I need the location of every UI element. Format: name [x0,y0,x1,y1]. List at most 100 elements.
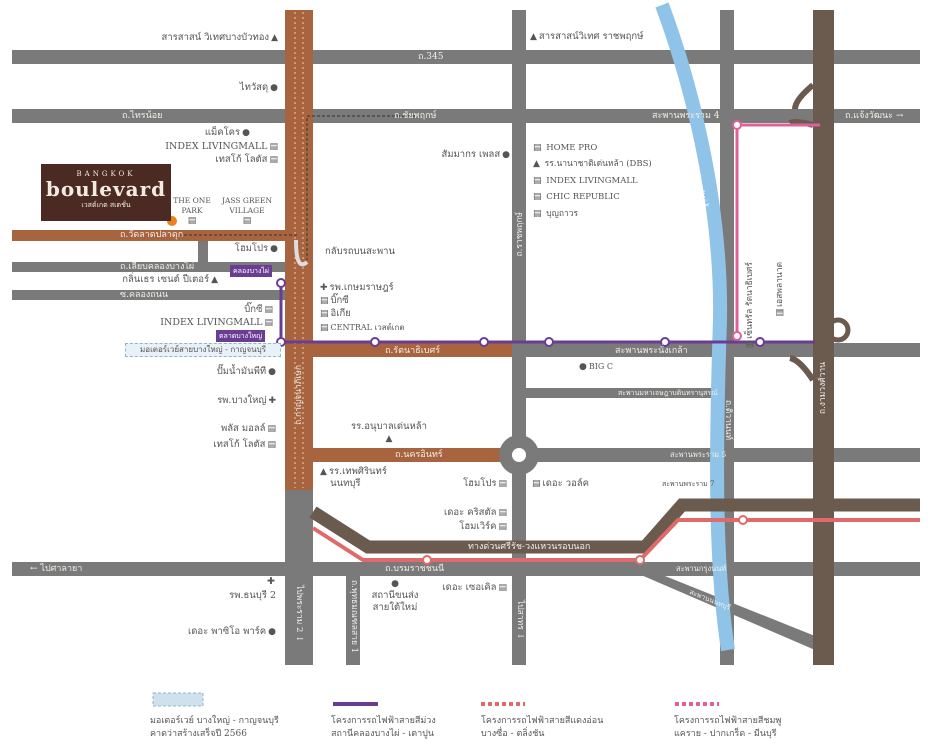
arrow-right-icon: → [895,111,904,121]
road-label: ถ.ไทรน้อย [122,111,163,121]
place-name: THE ONE PARK [173,196,211,215]
place-name: เดอะ คริสตัล [443,507,497,518]
place: โฮมโปร● [235,243,280,255]
cart-icon: ▤ [242,216,252,226]
road-liapklong [12,262,287,272]
legend-line: คาดว่าสร้างเสร็จปี 2566 [150,729,247,739]
place: ▤ CHIC REPUBLIC [531,191,620,203]
school-icon: ▲ [211,275,218,285]
place: เดอะ พาซิโอ พาร์ค● [188,626,278,638]
road-label: ถ.นครอินทร์ [395,450,443,460]
place-name: เทสโก้ โลตัส [213,439,266,450]
station-purple [544,337,554,347]
legend-line: มอเตอร์เวย์ บางใหญ่ - กาญจนบุรี [150,716,279,726]
place: บิ๊กซี▤ [244,304,275,316]
place: รร.อนุบาลเด่นหล้า▲ [351,421,427,445]
place: สัมมากร เพลส● [441,149,512,161]
dot-icon: ● [270,83,278,93]
legend-line: โครงการรถไฟฟ้าสายสีม่วง [331,716,436,726]
place-name: สายใต้ใหม่ [372,602,418,613]
road-label: สะพานพระราม 7 [662,480,715,488]
road-label: ถ.แจ้งวัฒนะ → [845,110,903,122]
place: เทสโก้ โลตัส▤ [215,154,280,166]
legend-line: โครงการรถไฟฟ้าสายสีแดงอ่อน [481,716,604,726]
road-label: ไปพระราม 2 ↓ [294,585,304,643]
logo-top: BANGKOK [76,170,136,178]
station-khlong-bang-phai [276,278,286,288]
place-name: รร.อนุบาลเด่นหล้า [351,421,427,432]
place-name: สัมมากร เพลส [441,149,501,160]
road-label: สะพานกรุงนนท์ [676,564,727,573]
place: INDEX LIVINGMALL▤ [165,141,280,153]
cart-icon: ▤ [267,424,276,434]
legend-line: บางซื่อ - ตลิ่งชัน [481,729,545,739]
station-red [635,555,645,565]
cart-icon: ▤ [320,309,329,319]
place-name: สถานีขนส่ง [371,590,419,601]
place: ไทวัสดุ● [240,82,280,94]
place-name: ไทวัสดุ [239,82,269,93]
station-badge-khlong-bang-phai: คลองบางไผ่ [230,265,273,277]
place-name: รพ.บางใหญ่ [217,395,267,406]
place: ▤ บุญถาวร [531,208,578,220]
river [655,2,735,652]
place-name: รร.เทพศิรินทร์ [328,466,387,477]
place-name: INDEX LIVINGMALL [165,141,268,152]
road-watladpladuk [12,230,287,241]
place-name: INDEX LIVINGMALL [546,176,638,186]
motorway-label: มอเตอร์เวย์สายบางใหญ่ - กาญจนบุรี [125,343,281,357]
logo-sub: เวสต์เกต สเตชั่น [81,201,131,209]
place: ●สถานีขนส่งสายใต้ใหม่ [372,578,419,614]
road-label: ← ไปศาลายา [30,563,82,575]
road-label: ถ.บรมราชชนนี [385,564,445,574]
place: ▤ INDEX LIVINGMALL [531,175,638,187]
place-name: เซ็นทรัล รัตนาธิเบศร์ [745,262,755,339]
place-name: เดอะ พาซิโอ พาร์ค [187,626,267,637]
uturn-label: กลับรถบนสะพาน [325,246,395,257]
place-name: อิเกีย [330,308,351,319]
road-kanchanaphisek [285,10,313,490]
place: รพ.ธนบุรี 2 [229,590,276,601]
place: JASS GREEN VILLAGE▤ [217,196,277,226]
road-label: ถ.เลียบคลองบางไผ่ [120,262,195,272]
road-label: ทางด่วนศรีรัช-วงแหวนรอบนอก [468,542,591,552]
cart-icon: ▤ [498,508,507,518]
road-borommaratchachonnani [12,562,920,576]
cart-icon: ▤ [533,209,542,219]
place-name: สารสาสน์ วิเทศบางบัวทอง [161,32,270,43]
legend-purple-line: โครงการรถไฟฟ้าสายสีม่วงสถานีคลองบางไผ่ -… [331,715,436,741]
school-icon: ▲ [320,467,327,477]
place-name: รพ.เกษมราษฎร์ [329,282,394,293]
place-name: บิ๊กซี [244,304,263,315]
station-purple [660,337,670,347]
dot-icon: ● [242,128,250,138]
road-nakhonin [313,448,503,462]
road-label-text: ไปพระราม 2 [294,585,304,633]
road-label: ถ.รัตนาธิเบศร์ [385,346,441,356]
road-ratchaphruek [512,10,526,665]
place: THE ONE PARK▤ [167,196,217,226]
loop-interchange [825,317,851,343]
u-turn-route [306,115,420,260]
school-icon: ▲ [533,159,540,169]
legend-line: โครงการรถไฟฟ้าสายสีชมพู [674,716,782,726]
hospital-icon: ✚ [267,576,275,587]
place-name: CENTRAL เวสต์เกต [330,323,405,332]
hospital-icon: ✚ [320,283,328,293]
place-name: โฮมโปร [463,478,497,489]
legend-swatches [152,692,719,707]
cart-icon: ▤ [320,323,329,333]
cart-icon: ▤ [533,176,542,186]
station-red [738,515,748,525]
road-label: ถ.345 [418,52,444,62]
road-label: ถ.พุทธมณฑลสาย 1 [349,580,359,654]
place-name: HOME PRO [546,143,598,153]
cart-icon: ▤ [498,583,507,593]
road-label: สะพานพระราม 4 [652,111,720,121]
place: ▤อิเกีย [318,308,351,320]
place: รพ.บางใหญ่✚ [217,395,278,407]
logo-name: boulevard [45,177,167,201]
place-name: กลิ่นเธร เซนต์ ปีเตอร์ [122,274,210,285]
legend-pink-line: โครงการรถไฟฟ้าสายสีชมพูแคราย - ปากเกร็ด … [674,715,781,741]
place: กลิ่นเธร เซนต์ ปีเตอร์▲ [122,274,220,286]
